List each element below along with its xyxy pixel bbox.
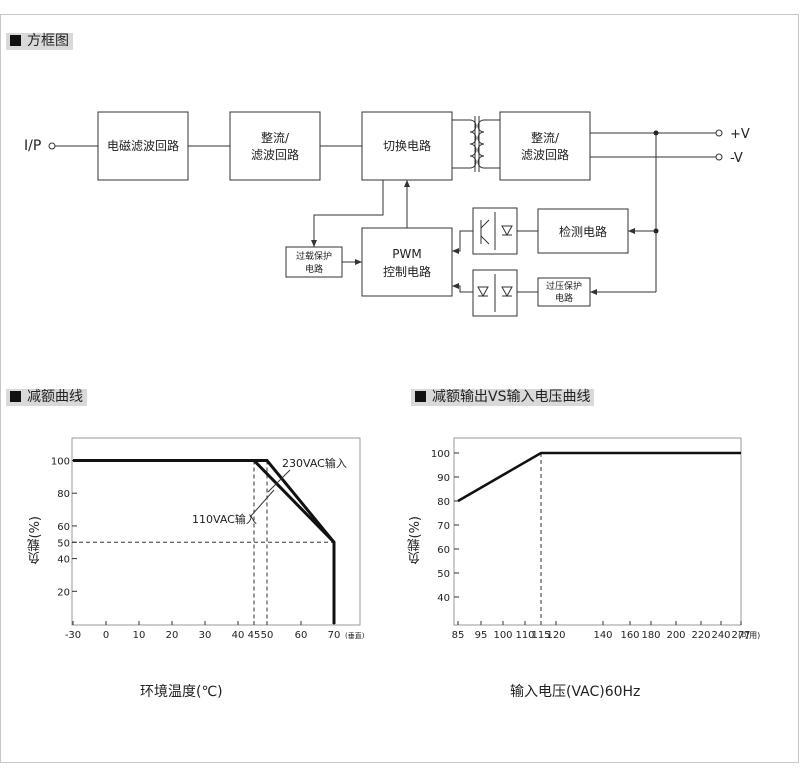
output-rectifier-label-2: 滤波回路 [521,147,569,162]
x-tick-label: 140 [593,630,612,641]
optocoupler-icon [472,269,518,317]
series-line [73,459,336,624]
y-tick-label: 60 [57,522,70,533]
x-tick-label: 240 [711,630,730,641]
overload-block [285,246,343,278]
x-tick-label: 110 [515,630,534,641]
x-tick-label: 120 [546,630,565,641]
plot-area [71,437,361,626]
detection-block [537,208,629,254]
optocoupler-icon [472,207,518,255]
x-unit-note: (垂直) [345,631,365,640]
y-tick-label: 100 [51,457,70,468]
pwm-block [361,227,453,297]
x-unit-note: (可用) [738,631,760,640]
x-tick-label: 85 [452,630,465,641]
wire [452,283,473,293]
series-line [73,459,336,624]
input-label: I/P [24,138,41,154]
x-tick-label: 20 [166,630,179,641]
x-tick-label: 220 [691,630,710,641]
y-tick-label: 60 [437,545,450,556]
x-tick-label: 100 [493,630,512,641]
y-tick-label: 40 [437,593,450,604]
detection-label: 检测电路 [559,224,607,239]
y-tick-label: 20 [57,587,70,598]
block-diagram: I/P 电磁滤波回路 整流/ 滤波回路 切换电路 整流/ 滤波回路 +V -V … [24,111,750,317]
negative-terminal-icon [715,153,723,161]
pwm-label-2: 控制电路 [383,264,431,279]
pwm-label-1: PWM [392,247,421,261]
x-tick-label: 95 [475,630,488,641]
rectifier-label-1: 整流/ [261,130,290,145]
y-tick-label: 100 [431,449,450,460]
x-tick-label: 0 [103,630,109,641]
section-title: 减额曲线 [27,389,83,405]
output-vs-input-ylabel: 负载(%) [408,516,423,565]
x-tick-label: 180 [641,630,660,641]
output-vs-input-xlabel: 输入电压(VAC)60Hz [510,684,641,700]
y-tick-label: 80 [57,489,70,500]
switching-block [361,111,453,181]
x-tick-label: 45 [248,630,261,641]
emi-filter-label: 电磁滤波回路 [107,138,179,153]
x-tick-label: -30 [65,630,81,641]
annotation-230vac: 230VAC输入 [282,456,347,470]
x-tick-label: 70 [328,630,341,641]
section-title: 方框图 [27,33,69,49]
positive-output-label: +V [730,127,750,142]
annotation-110vac: 110VAC输入 [192,512,257,526]
plot-area [453,437,742,626]
x-tick-label: 50 [261,630,274,641]
switching-label: 切换电路 [383,138,431,153]
negative-output-label: -V [730,151,743,166]
x-tick-label: 115 [531,630,550,641]
wire [452,230,473,254]
positive-terminal-icon [715,129,723,137]
square-bullet-icon [415,391,426,402]
emi-filter-block [97,111,189,181]
derating-xlabel: 环境温度(℃) [140,684,223,700]
section-title: 减额输出VS输入电压曲线 [432,389,591,405]
x-tick-label: 160 [620,630,639,641]
series-line [457,451,741,503]
x-tick-label: 277 [731,630,750,641]
overvoltage-label-2: 电路 [555,292,573,304]
input-terminal-icon [48,142,56,150]
x-tick-label: 30 [199,630,212,641]
rectifier-block [229,111,321,181]
x-tick-label: 40 [232,630,245,641]
output-rectifier-block [499,111,591,181]
y-tick-label: 40 [57,555,70,566]
overload-label-2: 电路 [305,263,323,275]
derating-ylabel: 负载(%) [28,516,43,565]
rectifier-label-2: 滤波回路 [251,147,299,162]
y-tick-label: 70 [437,521,450,532]
wire [311,180,384,247]
x-tick-label: 200 [666,630,685,641]
y-tick-label: 80 [437,497,450,508]
square-bullet-icon [10,391,21,402]
section-header-derating: 减额曲线 [6,389,87,406]
y-tick-label: 50 [57,538,70,549]
x-tick-label: 10 [133,630,146,641]
overload-label-1: 过载保护 [296,250,332,262]
x-tick-label: 60 [295,630,308,641]
y-tick-label: 90 [437,473,450,484]
section-header-block-diagram: 方框图 [6,33,73,50]
square-bullet-icon [10,35,21,46]
annotation-leader [249,489,275,518]
annotation-leader [267,469,291,493]
transformer-icon [452,116,500,172]
page-frame [0,14,799,763]
y-tick-label: 50 [437,569,450,580]
overvoltage-label-1: 过压保护 [546,280,582,292]
output-rectifier-label-1: 整流/ [531,130,560,145]
section-header-output-vs-input: 减额输出VS输入电压曲线 [411,389,595,406]
